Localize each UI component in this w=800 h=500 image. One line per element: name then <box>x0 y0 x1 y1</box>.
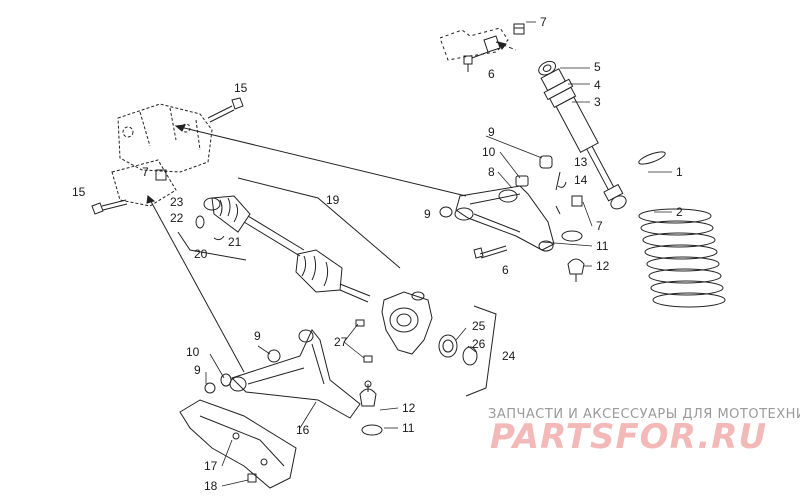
callout-3: 3 <box>594 95 601 109</box>
callout-12-upper: 12 <box>596 259 610 273</box>
bolt-6-lower <box>473 245 508 259</box>
bolt-15-upper <box>207 97 244 123</box>
callout-6-top: 6 <box>488 67 495 81</box>
callout-12-lower: 12 <box>402 401 416 415</box>
callout-23: 23 <box>170 195 184 209</box>
shock-absorber <box>538 60 627 210</box>
nut-7-top <box>513 23 525 35</box>
callout-labels: 1 2 3 4 5 6 6 7 7 7 8 9 9 9 9 10 10 11 1… <box>72 15 683 493</box>
callout-22: 22 <box>170 211 184 225</box>
cotter-pin <box>555 171 567 215</box>
callout-21: 21 <box>228 235 242 249</box>
callout-5: 5 <box>594 60 601 74</box>
callout-15-lower: 15 <box>72 185 86 199</box>
assembly-leaders <box>146 124 467 373</box>
callout-6-lower: 6 <box>502 263 509 277</box>
bolt-15-lower <box>91 199 128 215</box>
ball-joint-upper <box>561 230 585 282</box>
callout-brackets <box>177 177 497 397</box>
nut-7-left <box>155 169 167 181</box>
callout-15-upper: 15 <box>234 81 248 95</box>
callout-26: 26 <box>472 337 486 351</box>
callout-27: 27 <box>334 335 348 349</box>
nut-7-mid <box>571 195 583 207</box>
callout-7-top: 7 <box>540 15 547 29</box>
steering-knuckle <box>355 291 433 363</box>
coil-spring <box>638 208 726 308</box>
drive-axle <box>195 195 371 303</box>
callout-25: 25 <box>472 319 486 333</box>
callout-9-right: 9 <box>488 125 495 139</box>
callout-10-right: 10 <box>482 145 496 159</box>
callout-1: 1 <box>676 165 683 179</box>
callout-7-mid: 7 <box>596 219 603 233</box>
upper-shock-mount <box>439 27 517 61</box>
callout-11-lower: 11 <box>402 421 415 435</box>
callout-14: 14 <box>574 173 588 187</box>
watermark-logo: PARTSFOR.RU <box>490 417 767 457</box>
callout-9-lower-a: 9 <box>254 329 261 343</box>
bushing-right <box>439 155 553 218</box>
callout-2: 2 <box>676 205 683 219</box>
callout-11-upper: 11 <box>596 239 609 253</box>
callout-16: 16 <box>296 423 310 437</box>
lower-a-arm <box>204 329 361 419</box>
callout-9-left: 9 <box>424 207 431 221</box>
callout-17: 17 <box>204 459 218 473</box>
callout-leader-ticks <box>205 21 672 487</box>
callout-18: 18 <box>204 479 218 493</box>
skid-plate <box>179 399 297 489</box>
callout-24: 24 <box>502 349 516 363</box>
callout-13: 13 <box>574 155 588 169</box>
callout-10-lower: 10 <box>186 345 200 359</box>
callout-8: 8 <box>488 165 495 179</box>
callout-19: 19 <box>326 193 340 207</box>
watermark-tagline: ЗАПЧАСТИ И АКСЕССУАРЫ ДЛЯ МОТОТЕХНИКИ <box>488 407 800 422</box>
bolt-6-top <box>463 51 489 72</box>
frame-bracket-upper <box>111 103 213 207</box>
callout-7-left: 7 <box>142 165 149 179</box>
spring-retainer-clip <box>638 151 666 165</box>
watermark: ЗАПЧАСТИ И АКСЕССУАРЫ ДЛЯ МОТОТЕХНИКИ PA… <box>488 407 800 457</box>
upper-a-arm <box>454 185 555 252</box>
callout-20: 20 <box>194 247 208 261</box>
callout-9-lower-b: 9 <box>194 363 201 377</box>
callout-4: 4 <box>594 78 601 92</box>
ball-joint-lower <box>359 380 383 436</box>
